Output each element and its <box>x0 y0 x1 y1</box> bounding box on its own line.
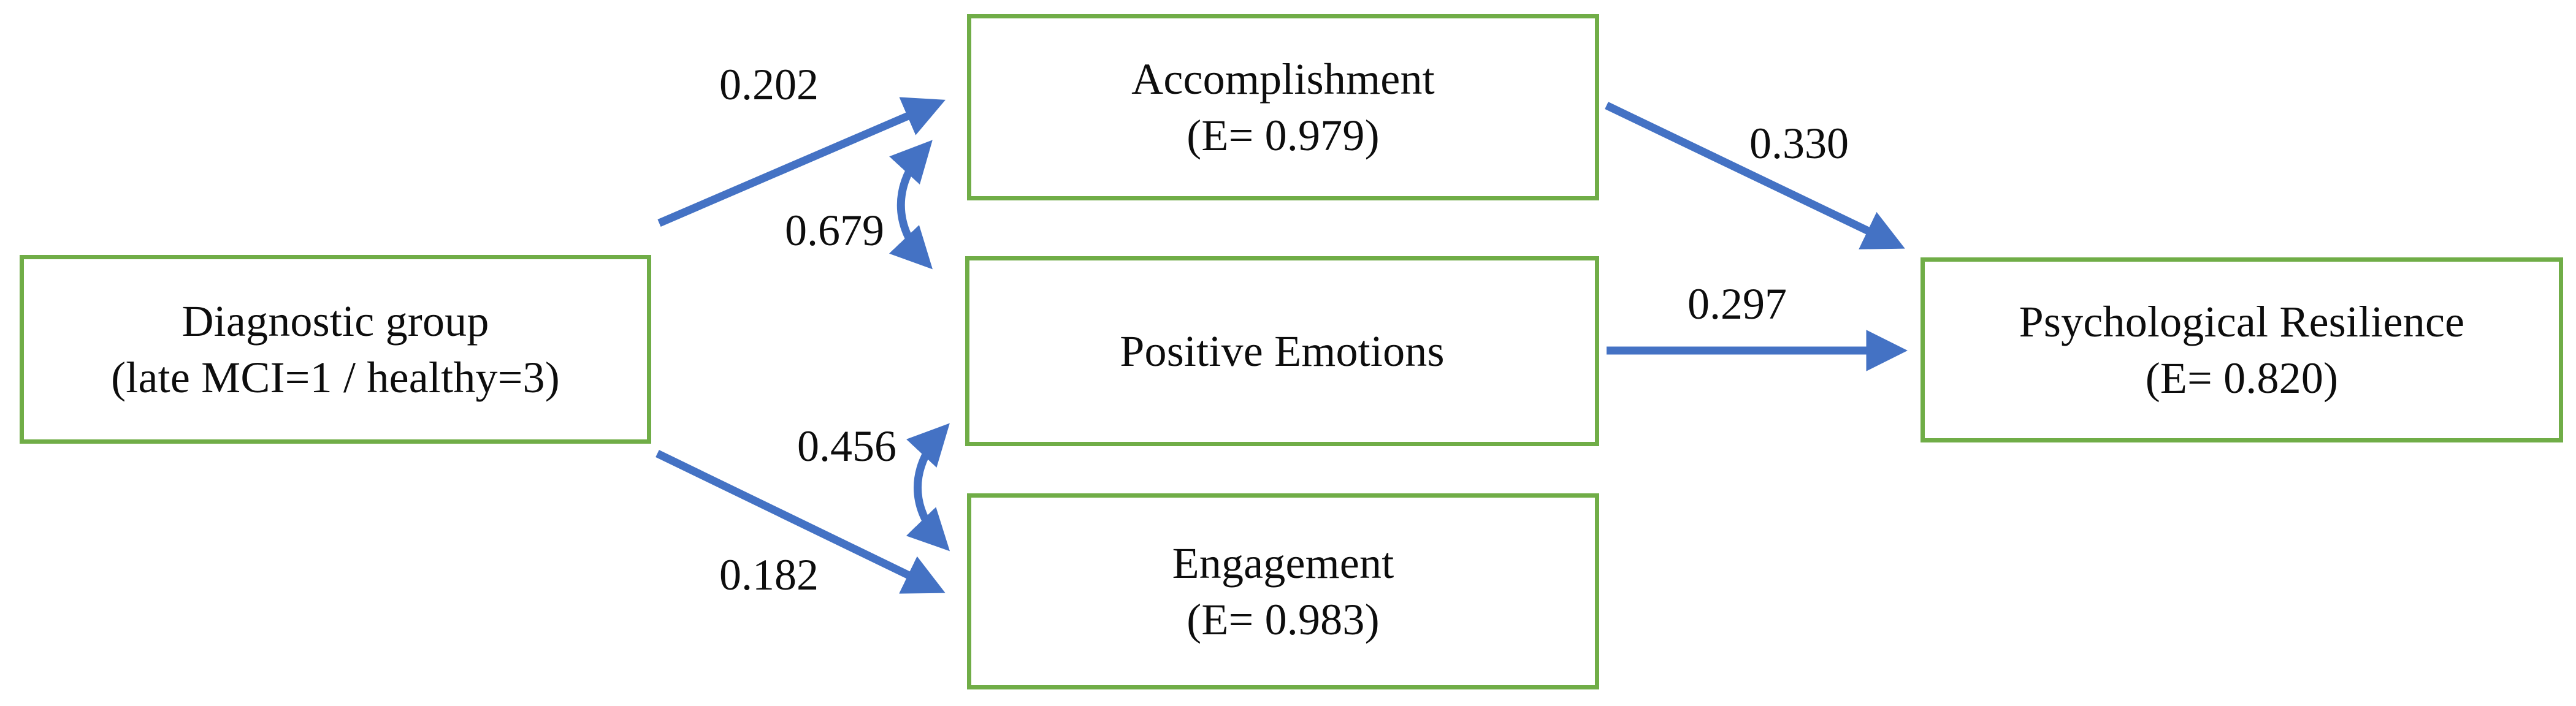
path-coefficient-diag-to-accomplishment: 0.202 <box>719 60 819 109</box>
arrow-diag-to-accomplishment <box>657 97 946 227</box>
node-engagement-line2: (E= 0.983) <box>1187 595 1380 644</box>
node-positive-emotions[interactable]: Positive Emotions <box>965 256 1599 446</box>
arrow-accomplishment-positive-correlation <box>889 140 933 270</box>
node-diagnostic-group-line1: Diagnostic group <box>182 296 489 346</box>
node-psychological-resilience-line2: (E= 0.820) <box>2145 354 2339 403</box>
arrow-positive-engagement-correlation <box>906 423 950 552</box>
node-positive-emotions-line1: Positive Emotions <box>1120 326 1445 376</box>
node-diagnostic-group-line2: (late MCI=1 / healthy=3) <box>111 353 560 402</box>
node-psychological-resilience[interactable]: Psychological Resilience (E= 0.820) <box>1921 257 2563 442</box>
path-coefficient-diag-to-engagement: 0.182 <box>719 550 819 599</box>
path-coefficient-positive-engagement: 0.456 <box>797 422 896 471</box>
node-engagement-line1: Engagement <box>1172 538 1394 588</box>
path-coefficient-accomplishment-to-resilience: 0.330 <box>1749 119 1849 168</box>
node-engagement[interactable]: Engagement (E= 0.983) <box>967 493 1599 689</box>
node-accomplishment[interactable]: Accomplishment (E= 0.979) <box>967 14 1599 200</box>
path-coefficient-accomplishment-positive: 0.679 <box>785 206 884 255</box>
node-accomplishment-line1: Accomplishment <box>1131 54 1435 104</box>
node-accomplishment-line2: (E= 0.979) <box>1187 111 1380 160</box>
node-psychological-resilience-line1: Psychological Resilience <box>2019 297 2465 346</box>
node-diagnostic-group[interactable]: Diagnostic group (late MCI=1 / healthy=3… <box>20 255 651 444</box>
path-coefficient-positive-to-resilience: 0.297 <box>1687 279 1787 328</box>
